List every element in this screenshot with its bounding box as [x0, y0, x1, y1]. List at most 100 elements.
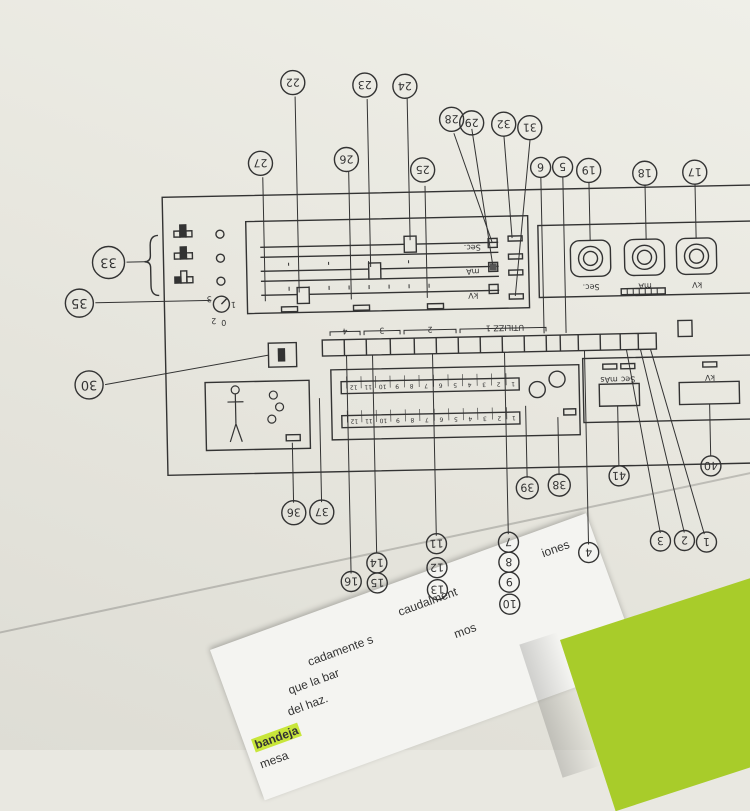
label-slider-kv: kV	[468, 291, 479, 300]
callout-2: 2	[681, 533, 688, 546]
callout-5: 5	[559, 160, 566, 173]
keypad-row-b-key[interactable]: 5	[454, 415, 458, 422]
callout-38: 38	[552, 478, 566, 491]
callout-10: 10	[503, 597, 517, 610]
callout-16: 16	[344, 574, 358, 587]
label-display-kv: kV	[704, 373, 715, 382]
keypad-row-a-key[interactable]: 6	[438, 382, 442, 389]
slider-track-sec	[260, 242, 498, 247]
callout-37: 37	[315, 505, 329, 518]
keypad-row-a-key[interactable]: 12	[350, 383, 358, 390]
keypad-row-b-key[interactable]: 2	[497, 414, 501, 421]
meter-sec	[570, 240, 611, 277]
callout-33: 33	[100, 254, 117, 269]
keypad-row-b-key[interactable]: 8	[410, 416, 414, 423]
label-group-3: 3	[379, 326, 384, 335]
label-dial-2: 2	[211, 316, 216, 325]
slider-track-a	[260, 252, 498, 257]
focus-lamp-3	[217, 277, 225, 285]
display-block	[583, 355, 750, 423]
keypad-row-b-key[interactable]: 7	[425, 416, 429, 423]
callout-15: 15	[370, 576, 384, 589]
callout-18: 18	[638, 166, 652, 179]
callout-6: 6	[537, 160, 544, 173]
utilization-button-strip	[322, 333, 656, 356]
callout-22: 22	[286, 75, 300, 88]
label-meter-sec: Sec.	[583, 282, 600, 291]
keypad-row-a-key[interactable]: 7	[424, 382, 428, 389]
callout-31: 31	[523, 121, 537, 134]
keypad-row-a-key[interactable]: 8	[410, 382, 414, 389]
callout-30: 30	[81, 377, 98, 392]
indicator-lamp-a	[508, 254, 522, 259]
callout-23: 23	[358, 78, 372, 91]
meter-ma	[624, 239, 665, 276]
keypad-row-a-key[interactable]: 5	[453, 381, 457, 388]
label-display-mas: mAs	[600, 375, 618, 384]
label-display-sec: Sec	[621, 375, 636, 384]
keypad-row-a-key[interactable]: 2	[496, 380, 500, 387]
knob-39[interactable]	[529, 381, 545, 397]
page-text-line: mesa	[258, 748, 290, 771]
kv-lamp	[703, 362, 717, 367]
sec-lamp	[621, 364, 635, 369]
callout-35: 35	[71, 295, 88, 310]
knob-39b[interactable]	[549, 371, 565, 387]
keypad-row-b-key[interactable]: 12	[350, 417, 358, 424]
callout-17: 17	[688, 165, 702, 178]
callout-4: 4	[585, 545, 592, 558]
callout-32: 32	[497, 117, 511, 130]
keypad-row-b-key[interactable]: 11	[365, 417, 373, 424]
label-dial-0: 0	[221, 318, 226, 327]
button-kv-select[interactable]	[489, 284, 498, 293]
keypad-row-a-key[interactable]: 3	[482, 381, 486, 388]
keypad-row-b-key[interactable]: 1	[512, 414, 516, 421]
control-panel-diagram: 22 23 24 27 26 25 28 29 32 31 6 5 19 18 …	[0, 0, 750, 750]
callout-24: 24	[398, 79, 412, 92]
callout-28: 28	[444, 112, 458, 125]
keypad-row-a-key[interactable]: 9	[395, 382, 399, 389]
callout-19: 19	[582, 163, 596, 176]
label-group-4: 4	[342, 327, 347, 336]
keypad-row-a-key[interactable]: 10	[379, 383, 387, 390]
callout-8: 8	[505, 555, 512, 568]
keypad-row-a-key[interactable]: 11	[364, 383, 372, 390]
callout-9: 9	[506, 575, 513, 588]
exposure-icon	[678, 320, 692, 336]
callout-11: 11	[429, 537, 443, 550]
label-utilizz: UTILIZZ 1	[486, 323, 525, 333]
keypad-row-b-key[interactable]: 9	[396, 416, 400, 423]
focus-symbol-medium	[174, 247, 192, 259]
callout-12: 12	[430, 561, 444, 574]
keypad-block	[331, 365, 580, 440]
label-dial-1: 1	[231, 300, 236, 309]
label-slider-ma: mA	[466, 267, 480, 276]
keypad-row-b-key[interactable]: 3	[483, 415, 487, 422]
patient-figure-icon	[227, 385, 284, 442]
bracket-33	[144, 235, 159, 295]
callout-1: 1	[703, 535, 710, 548]
keypad-row-a-key[interactable]: 4	[467, 381, 471, 388]
callout-7: 7	[505, 535, 512, 548]
focus-lamp-1	[216, 230, 224, 238]
callout-13: 13	[430, 583, 444, 596]
keypad-row-b-key[interactable]: 6	[439, 416, 443, 423]
callout-3: 3	[657, 534, 664, 547]
callout-39: 39	[520, 481, 534, 494]
callout-40: 40	[704, 459, 718, 472]
keypad-row-b-key[interactable]: 10	[379, 417, 387, 424]
label-dial-3: 3	[207, 294, 212, 303]
focus-symbol-large	[175, 271, 193, 283]
indicator-lamp-b	[509, 270, 523, 275]
slider-indicator-3	[427, 304, 443, 309]
callout-27: 27	[253, 156, 267, 169]
keypad-row-a-key[interactable]: 1	[511, 380, 515, 387]
indicator-38	[564, 409, 576, 415]
label-group-2: 2	[427, 325, 432, 334]
keypad-row-b-key[interactable]: 4	[468, 415, 472, 422]
callout-29: 29	[465, 116, 479, 129]
meter-kv	[676, 238, 717, 275]
focus-lamp-2	[216, 254, 224, 262]
callout-26: 26	[339, 152, 353, 165]
indicator-lamp-32	[508, 236, 522, 241]
